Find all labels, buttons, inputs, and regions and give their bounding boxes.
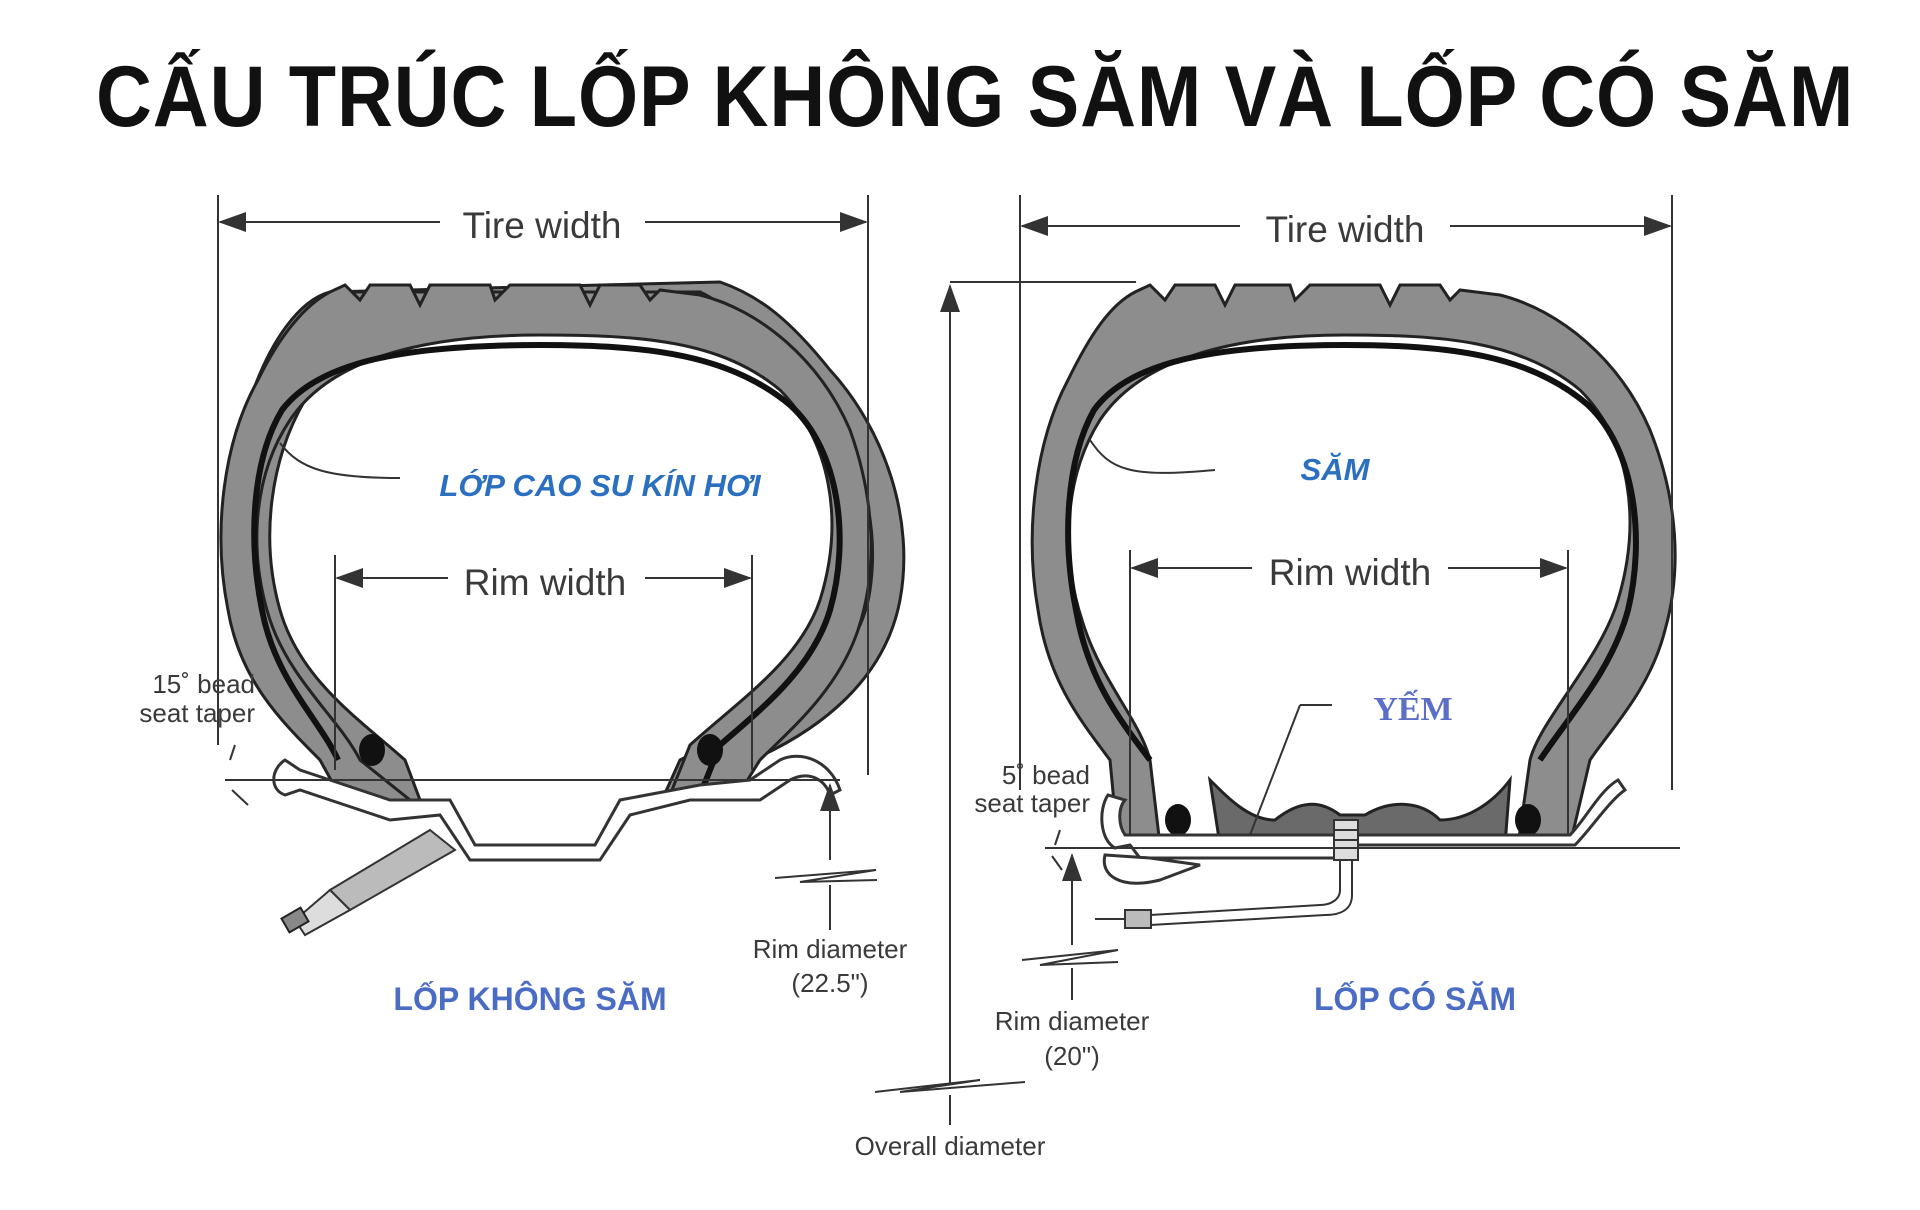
page-title: CẤU TRÚC LỐP KHÔNG SĂM VÀ LỐP CÓ SĂM [96, 49, 1855, 145]
tube-bead-core-left [1165, 804, 1191, 836]
tube-callout: SĂM [1301, 452, 1371, 487]
overall-diameter-label: Overall diameter [855, 1131, 1046, 1161]
tubeless-tire-casing [329, 280, 906, 802]
flap-callout: YẾM [1373, 689, 1452, 728]
liner-leader [279, 442, 401, 479]
right-tire-width-dimension [1019, 195, 1673, 790]
left-tire-width-label: Tire width [462, 205, 621, 246]
bead-core-left [359, 734, 385, 766]
left-tire-width-dimension [217, 195, 869, 775]
liner-callout: LỚP CAO SU KÍN HƠI [439, 468, 762, 503]
left-bead-taper-line2: seat taper [139, 698, 255, 728]
tubeless-tire [219, 280, 906, 937]
left-rim-diameter-value: (22.5") [791, 968, 868, 998]
left-bead-taper-line1: 15˚ bead [152, 669, 255, 699]
right-rim-diameter-dimension [1021, 853, 1119, 1000]
left-rim-width-label: Rim width [464, 562, 626, 603]
tube-rim [1100, 778, 1628, 860]
tube-tire-outline [1030, 283, 1677, 847]
left-rim-width-dimension [334, 555, 753, 770]
inner-tube [1065, 341, 1639, 762]
bead-core-right [697, 734, 723, 766]
right-tire-width-label: Tire width [1265, 209, 1424, 250]
tube-type-tire [1030, 283, 1680, 929]
tubeless-caption: LỐP KHÔNG SĂM [393, 981, 666, 1017]
left-rim-diameter-dimension [774, 783, 878, 930]
flap-leader [1249, 704, 1301, 836]
tube-leader [1089, 439, 1216, 474]
right-taper-leader [1054, 829, 1061, 846]
inner-liner [251, 341, 843, 802]
right-rim-width-dimension [1129, 550, 1569, 835]
right-bead-taper-line1: 5˚ bead [1002, 760, 1090, 790]
right-bead-taper-line2: seat taper [974, 788, 1090, 818]
valve-stem-icon [280, 828, 457, 937]
tube-bead-core-right [1515, 804, 1541, 836]
tube-valve-icon [1095, 819, 1359, 929]
tube-type-caption: LỐP CÓ SĂM [1314, 981, 1516, 1017]
right-rim-diameter-label: Rim diameter [995, 1006, 1150, 1036]
overall-diameter-dimension [874, 281, 1136, 1125]
right-rim-width-label: Rim width [1269, 552, 1431, 593]
left-taper-leader [229, 744, 236, 761]
left-rim-diameter-label: Rim diameter [753, 934, 908, 964]
tubeless-tire-outline [219, 283, 873, 802]
right-rim-diameter-value: (20") [1044, 1041, 1099, 1071]
